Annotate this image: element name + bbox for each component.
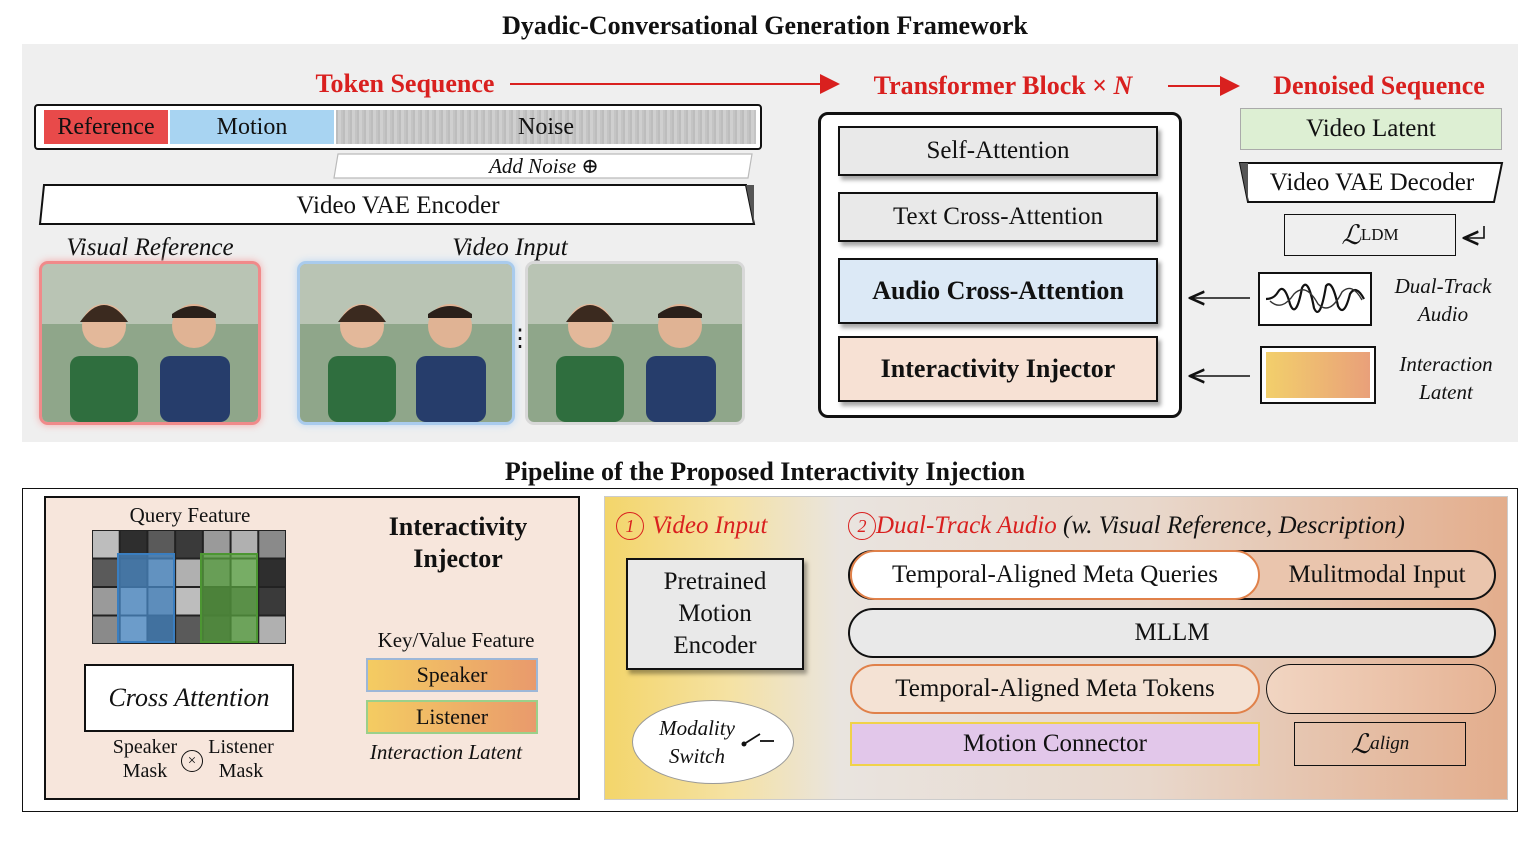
self-attention-block: Self-Attention [838,126,1158,176]
encoder-line-2: Motion [678,600,752,627]
mllm-pill: MLLM [848,608,1496,658]
denoised-sequence-label: Denoised Sequence [1273,71,1485,100]
interaction-line-2: Latent [1419,380,1473,404]
dual-track-line-2: Audio [1417,302,1469,326]
empty-token-pill [1266,664,1496,714]
video-input-frame-1 [300,264,512,422]
motion-token: Motion [170,110,334,144]
listener-mask-label: Listener Mask [196,734,286,784]
speaker-mask-line-1: Speaker [112,736,178,758]
dual-track-audio-box [1258,272,1372,326]
query-feature-grid [92,530,286,644]
visual-reference-label: Visual Reference [66,234,234,261]
interaction-latent-label: Interaction Latent [1382,350,1510,406]
interaction-latent-caption: Interaction Latent [369,739,523,764]
grid-cell [176,559,202,586]
grid-cell [93,559,119,586]
speaker-mask-label: Speaker Mask [100,734,190,784]
step2-label-main: Dual-Track Audio [876,512,1057,539]
loss-ldm-subscript: LDM [1360,225,1399,244]
vae-encoder-label: Video VAE Encoder [296,192,500,219]
multimodal-input-label: Mulitmodal Input [1288,561,1466,588]
transformer-block-label: Transformer Block × N [873,71,1133,100]
vae-decoder-label: Video VAE Decoder [1269,169,1475,196]
interaction-latent-gradient [1266,352,1370,398]
speaker-mask-line-2: Mask [122,760,168,782]
encoder-line-1: Pretrained [663,568,767,595]
vae-decoder-shape [1238,162,1504,203]
grid-cell [259,531,285,558]
encoder-line-3: Encoder [673,632,757,659]
grid-cell [259,616,285,643]
loss-ldm-symbol: ℒ [1341,219,1361,250]
vae-encoder-shape [38,184,756,225]
video-latent-box: Video Latent [1240,108,1502,150]
noise-token: Noise [336,110,756,144]
step1-badge: 1 [616,512,644,540]
modality-line-2: Switch [669,744,725,768]
pretrained-motion-encoder: Pretrained Motion Encoder [626,558,804,670]
return-arrow-icon [1464,226,1485,238]
grid-cell [259,559,285,586]
meta-tokens-pill: Temporal-Aligned Meta Tokens [850,664,1260,714]
injector-title-line-2: Injector [413,544,503,573]
token-sequence-label: Token Sequence [315,69,495,98]
grid-cell [93,531,119,558]
modality-line-1: Modality [659,716,735,740]
injector-title: Interactivity Injector [362,510,554,576]
video-frame-1-picture [300,264,512,422]
reference-frame-picture [42,264,258,422]
query-feature-label: Query Feature [129,502,251,527]
frames-ellipsis: ⋮ [508,325,532,352]
step2-label: Dual-Track Audio (w. Visual Reference, D… [876,510,1476,542]
loss-align-symbol: ℒ [1350,728,1371,759]
speaker-feature: Speaker [366,658,538,692]
meta-queries-pill: Temporal-Aligned Meta Queries [850,550,1260,600]
grid-cell [176,531,202,558]
motion-connector: Motion Connector [850,722,1260,766]
injector-title-line-1: Interactivity [388,512,528,541]
listener-feature: Listener [366,700,538,734]
reference-token: Reference [44,110,168,144]
visual-reference-image [42,264,258,422]
listener-mask-line-1: Listener [208,736,274,758]
audio-cross-attention-block: Audio Cross-Attention [838,258,1158,324]
pipeline-title: Pipeline of the Proposed Interactivity I… [504,457,1026,486]
dual-track-audio-label: Dual-Track Audio [1382,272,1504,328]
grid-cell [93,616,119,643]
video-frame-2-picture [528,264,742,422]
interaction-latent-box [1260,346,1376,404]
add-noise-shape [333,153,753,179]
grid-cell [259,588,285,615]
grid-cell [176,616,202,643]
grid-cell [176,588,202,615]
text-cross-attention-block: Text Cross-Attention [838,192,1158,242]
interaction-line-1: Interaction [1399,352,1493,376]
add-noise-label: Add Noise ⊕ [489,153,599,178]
loss-align-subscript: align [1370,733,1410,754]
switch-icon [741,733,774,747]
key-value-feature-label: Key/Value Feature [377,627,535,652]
step2-label-suffix: (w. Visual Reference, Description) [1063,512,1405,539]
framework-title: Dyadic-Conversational Generation Framewo… [502,11,1028,40]
modality-switch-label: Modality Switch [642,712,752,772]
waveform-icon [1265,283,1365,313]
cross-attention-box: Cross Attention [84,664,294,732]
step2-badge: 2 [848,512,876,540]
modality-switch [632,700,794,784]
listener-mask-line-2: Mask [218,760,264,782]
multiply-icon: × [181,750,203,772]
dual-track-line-1: Dual-Track [1394,274,1492,298]
grid-cell [93,588,119,615]
interactivity-injector-block: Interactivity Injector [838,336,1158,402]
step1-label: Video Input [652,512,768,539]
video-input-label: Video Input [452,234,568,261]
video-input-frame-2 [528,264,742,422]
